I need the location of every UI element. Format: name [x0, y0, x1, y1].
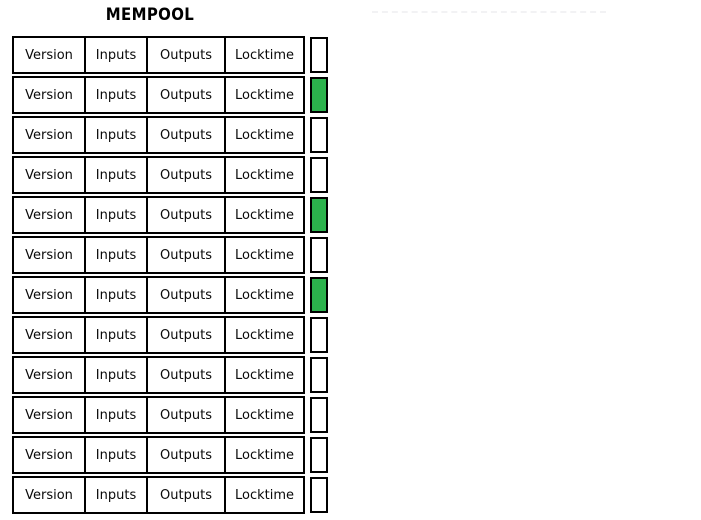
transaction-cell-inputs: Inputs [86, 438, 148, 472]
transaction-cell-version: Version [14, 38, 86, 72]
transaction-cell-inputs: Inputs [86, 358, 148, 392]
transaction-status-indicator[interactable] [310, 437, 328, 473]
transaction-cell-outputs: Outputs [148, 158, 226, 192]
decorative-dashed-rule [372, 11, 606, 13]
transaction-cell-version: Version [14, 398, 86, 432]
transaction-status-indicator[interactable] [310, 397, 328, 433]
transaction-cell-outputs: Outputs [148, 78, 226, 112]
transaction-cell-locktime: Locktime [226, 198, 303, 232]
transaction-cell-outputs: Outputs [148, 398, 226, 432]
transaction-cell-inputs: Inputs [86, 118, 148, 152]
transaction-cell-version: Version [14, 318, 86, 352]
transaction-cell-version: Version [14, 78, 86, 112]
transaction-cell-inputs: Inputs [86, 38, 148, 72]
transaction-cell-locktime: Locktime [226, 238, 303, 272]
transaction-cell-outputs: Outputs [148, 358, 226, 392]
transaction-status-indicator[interactable] [310, 37, 328, 73]
transaction-status-indicator[interactable] [310, 237, 328, 273]
transaction-cell-locktime: Locktime [226, 398, 303, 432]
transaction-cell-locktime: Locktime [226, 438, 303, 472]
transaction-cell-outputs: Outputs [148, 38, 226, 72]
transaction-cell-version: Version [14, 118, 86, 152]
transaction-cell-version: Version [14, 158, 86, 192]
transaction-status-indicator[interactable] [310, 197, 328, 233]
transaction-cell-inputs: Inputs [86, 158, 148, 192]
transaction-cell-inputs: Inputs [86, 198, 148, 232]
transaction-cell-version: Version [14, 198, 86, 232]
transaction-cell-inputs: Inputs [86, 78, 148, 112]
transaction-status-indicator[interactable] [310, 317, 328, 353]
transaction-cell-outputs: Outputs [148, 278, 226, 312]
transaction-cell-locktime: Locktime [226, 318, 303, 352]
transaction-cell-outputs: Outputs [148, 118, 226, 152]
page-title: MEMPOOL [105, 5, 195, 25]
transaction-cell-locktime: Locktime [226, 358, 303, 392]
transaction-status-indicator[interactable] [310, 117, 328, 153]
transaction-cell-locktime: Locktime [226, 118, 303, 152]
transaction-cell-outputs: Outputs [148, 318, 226, 352]
transaction-cell-inputs: Inputs [86, 238, 148, 272]
transaction-status-indicator[interactable] [310, 277, 328, 313]
transaction-cell-locktime: Locktime [226, 38, 303, 72]
transaction-cell-inputs: Inputs [86, 318, 148, 352]
transaction-cell-inputs: Inputs [86, 278, 148, 312]
transaction-cell-outputs: Outputs [148, 238, 226, 272]
transaction-cell-locktime: Locktime [226, 478, 303, 512]
transaction-cell-version: Version [14, 238, 86, 272]
transaction-cell-outputs: Outputs [148, 478, 226, 512]
transaction-cell-version: Version [14, 478, 86, 512]
transaction-status-indicator[interactable] [310, 77, 328, 113]
transaction-cell-version: Version [14, 358, 86, 392]
transaction-status-indicator[interactable] [310, 157, 328, 193]
transaction-status-indicator[interactable] [310, 357, 328, 393]
transaction-cell-locktime: Locktime [226, 158, 303, 192]
transaction-status-indicator[interactable] [310, 477, 328, 513]
transaction-cell-locktime: Locktime [226, 278, 303, 312]
transaction-cell-outputs: Outputs [148, 198, 226, 232]
transaction-cell-outputs: Outputs [148, 438, 226, 472]
transaction-cell-version: Version [14, 278, 86, 312]
transaction-cell-inputs: Inputs [86, 478, 148, 512]
transaction-cell-inputs: Inputs [86, 398, 148, 432]
transaction-cell-version: Version [14, 438, 86, 472]
transaction-cell-locktime: Locktime [226, 78, 303, 112]
